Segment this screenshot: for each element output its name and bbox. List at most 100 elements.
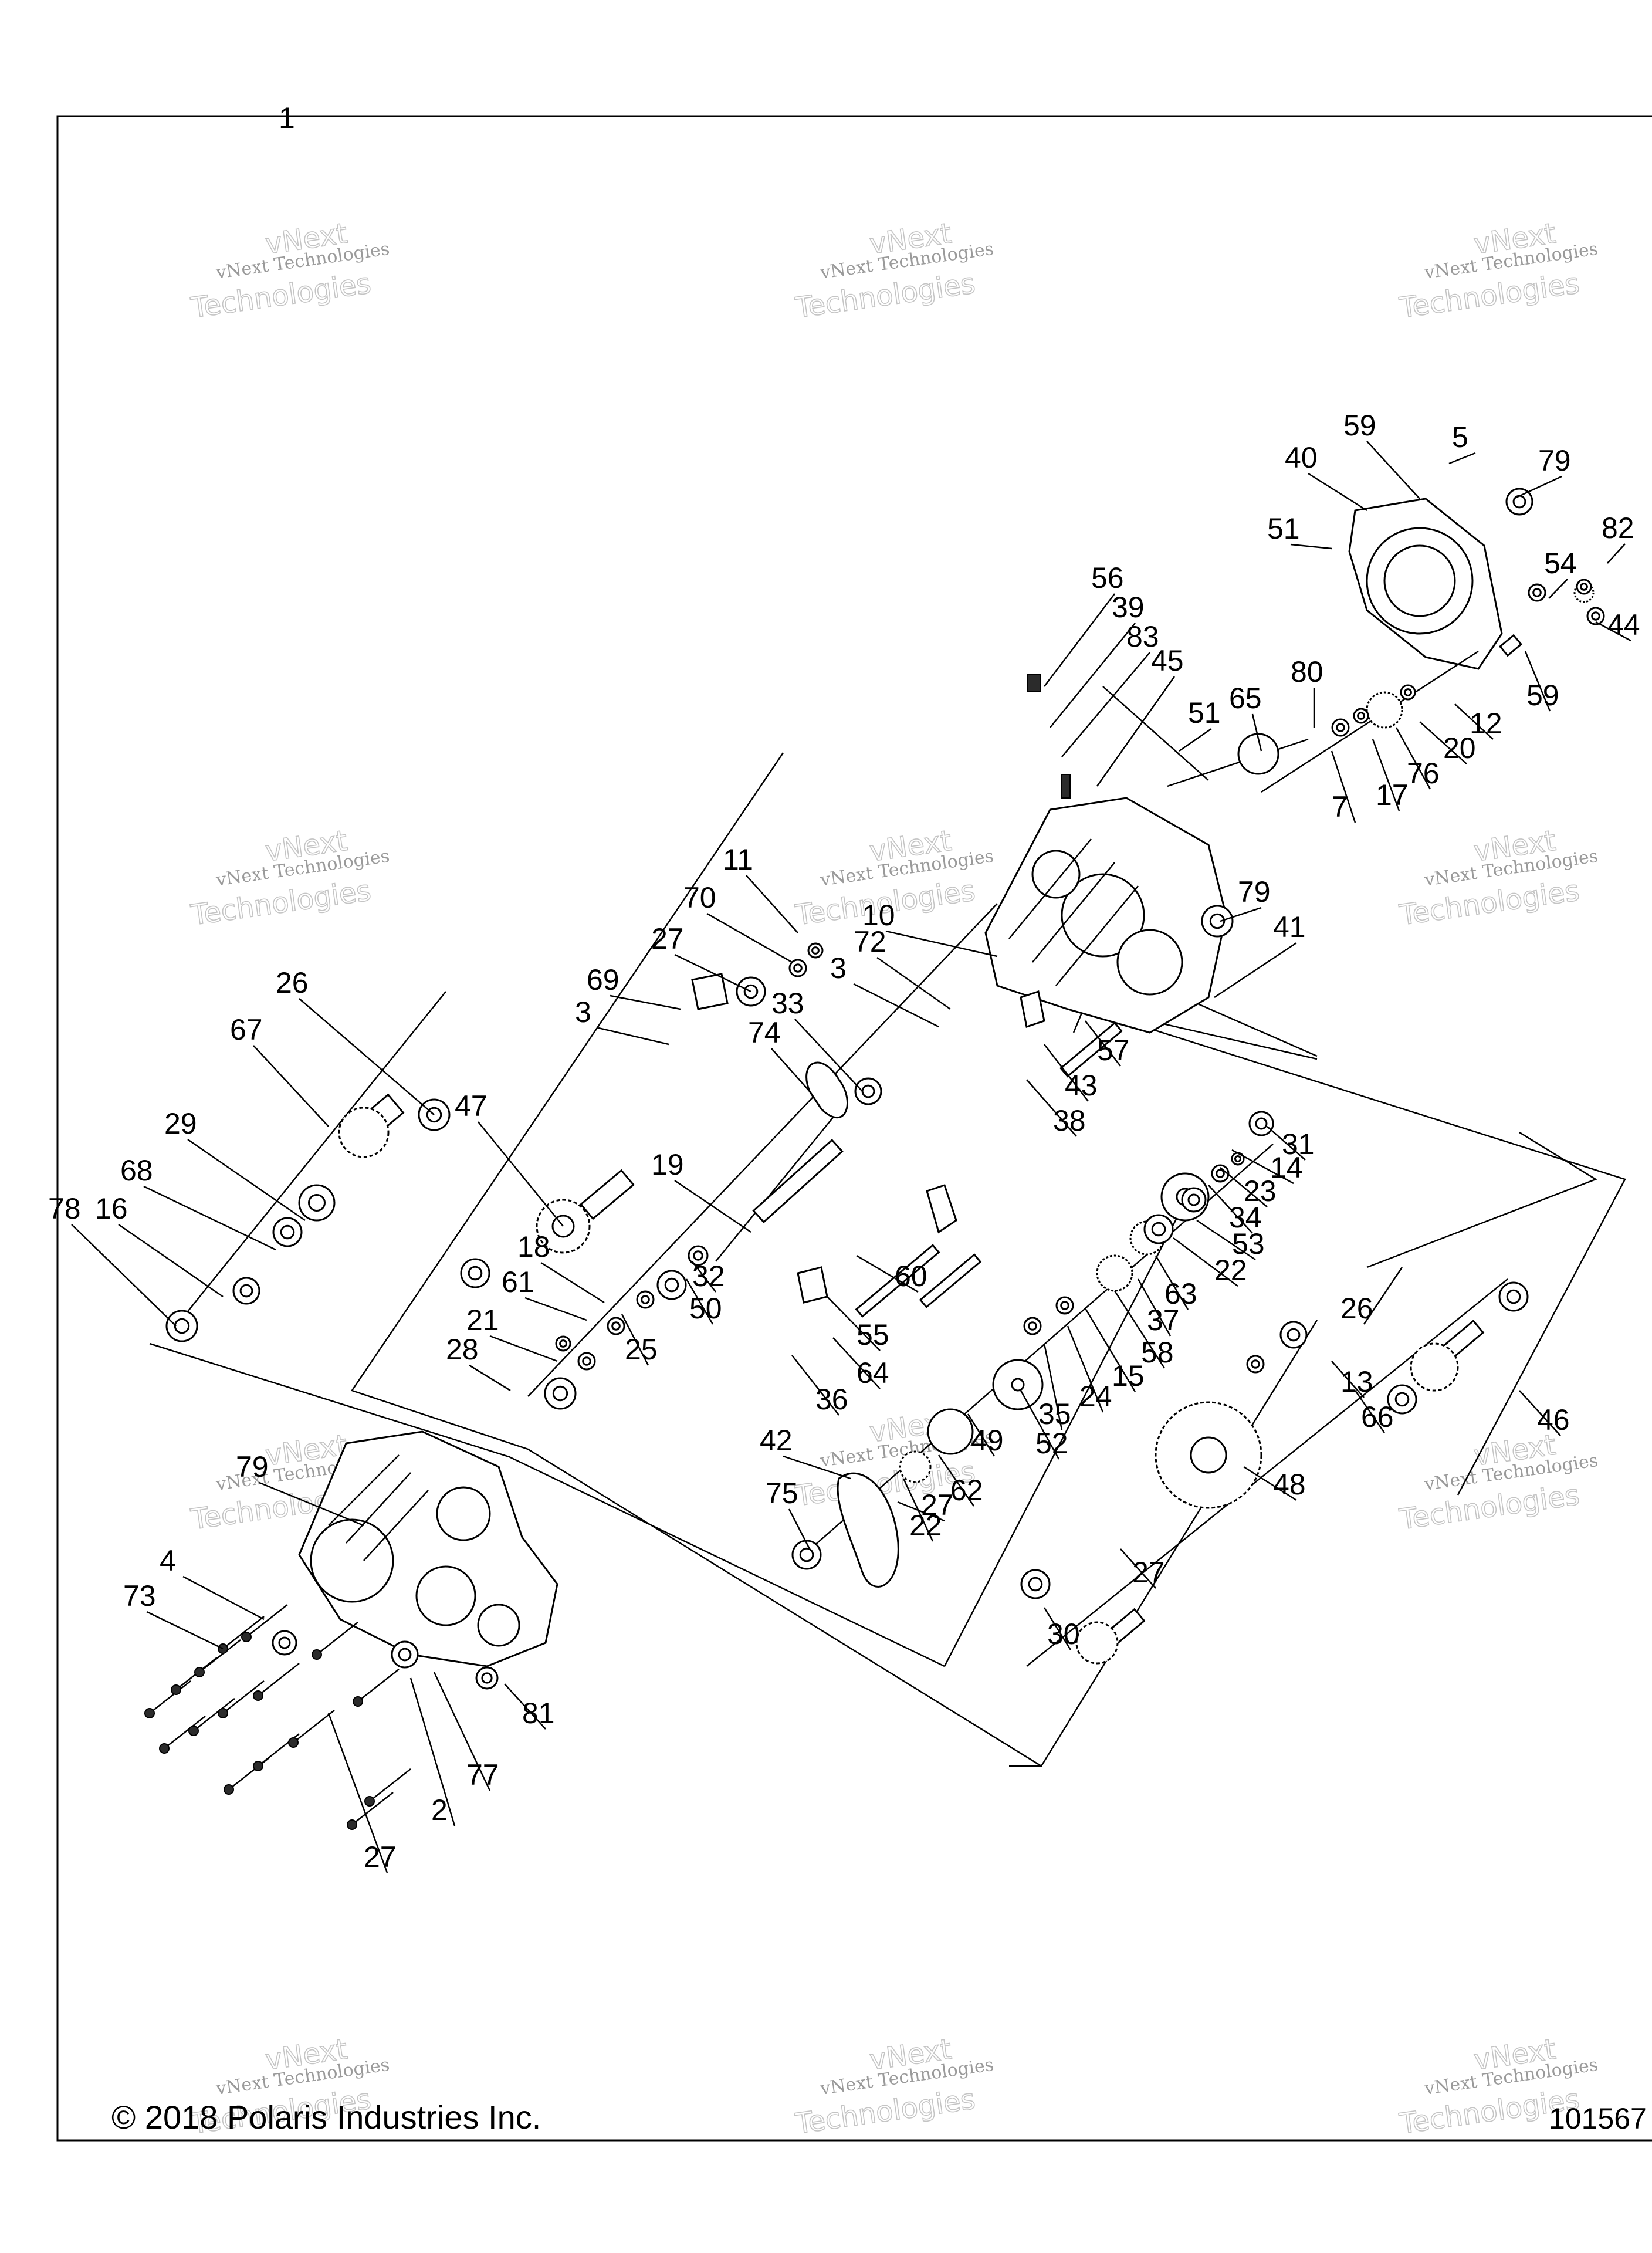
callout-leader: [1595, 621, 1631, 642]
callout-label: 70: [683, 881, 716, 914]
callout-leader: [794, 1019, 863, 1092]
callout-label: 26: [1340, 1292, 1373, 1325]
callout-leader: [478, 1121, 564, 1227]
callout-label: 32: [692, 1260, 725, 1293]
callout-label: 19: [651, 1148, 684, 1181]
callout-leader: [504, 1683, 546, 1730]
callout-label: 10: [862, 899, 895, 932]
bolt-shank: [222, 1616, 265, 1649]
callout-label: 31: [1282, 1128, 1315, 1161]
callout-label: 58: [1141, 1336, 1174, 1369]
bolt-head: [224, 1784, 234, 1795]
callout-leader: [182, 1575, 265, 1621]
ring-bore: [1028, 1321, 1037, 1331]
ring-bore: [664, 1277, 679, 1293]
ring-bore: [481, 1672, 493, 1684]
ring-bore: [239, 1284, 253, 1298]
callout-label: 78: [48, 1192, 81, 1225]
copyright-text: © 2018 Polaris Industries Inc.: [111, 2099, 541, 2136]
callout-label: 83: [1126, 620, 1159, 653]
callout-label: 57: [1097, 1034, 1130, 1067]
ring-bore: [611, 1321, 621, 1331]
callout-label: 73: [123, 1579, 156, 1612]
callout-label: 34: [1229, 1201, 1262, 1234]
callout-leader: [1607, 543, 1626, 564]
callout-label: 79: [1238, 875, 1271, 908]
callout-leader: [1043, 1343, 1063, 1430]
callout-leader: [1548, 579, 1568, 599]
ring-bore: [1394, 1392, 1410, 1407]
callout-label: 37: [1147, 1304, 1180, 1337]
bolt-head: [159, 1743, 170, 1754]
callout-leader: [327, 1713, 388, 1873]
callout-leader: [856, 1254, 919, 1293]
ring-bore: [1255, 1117, 1268, 1130]
callout-label: 82: [1602, 512, 1634, 544]
callout-leader: [937, 1454, 975, 1507]
ring-bore: [552, 1385, 568, 1402]
ring-bore: [811, 946, 820, 955]
callout-leader: [1331, 1361, 1365, 1398]
callout-leader: [746, 875, 798, 933]
shift-parts: [691, 634, 1523, 1304]
bolt-head: [288, 1737, 299, 1748]
callout-leader: [1061, 652, 1150, 757]
callout-label: 29: [164, 1107, 197, 1140]
callout-label: 23: [1244, 1175, 1277, 1207]
ring-bore: [1234, 1155, 1241, 1162]
callout-label: 68: [120, 1154, 153, 1187]
callout-leader: [832, 1337, 881, 1389]
callout-leader: [1519, 1390, 1561, 1436]
callout-label: 48: [1273, 1468, 1306, 1501]
callout-label: 3: [830, 952, 847, 985]
callout-label: 18: [517, 1230, 550, 1263]
callout-leader: [1243, 1466, 1297, 1501]
ring-bore: [1216, 1169, 1225, 1178]
ring-bore: [1591, 611, 1600, 621]
callout-label: 64: [857, 1356, 889, 1389]
bolt-head: [188, 1726, 199, 1736]
callout-leader: [1448, 452, 1476, 465]
callout-leader: [1267, 1126, 1306, 1161]
ring-bore: [861, 1084, 875, 1098]
ring-bore: [468, 1266, 483, 1281]
ring-bore: [174, 1318, 190, 1334]
callout-leader: [146, 1611, 224, 1650]
callout-label: 33: [771, 987, 804, 1020]
bolt-shank: [351, 1792, 394, 1825]
callout-leader: [259, 1481, 364, 1527]
belts: [805, 1061, 899, 1588]
bolt-shank: [193, 1698, 235, 1731]
callout-label: 59: [1343, 409, 1376, 442]
bolt-shank: [222, 1680, 265, 1714]
callout-leader: [469, 1364, 511, 1392]
callout-label: 66: [1361, 1400, 1394, 1433]
callout-label: 21: [466, 1304, 499, 1337]
callout-leader: [1043, 1607, 1072, 1650]
callout-leader: [876, 956, 951, 1010]
callout-leader: [118, 1223, 224, 1298]
callout-label: 59: [1526, 679, 1559, 712]
callout-label: 63: [1164, 1277, 1197, 1310]
callout-leader: [1179, 728, 1212, 752]
callout-label: 15: [1112, 1359, 1145, 1392]
callout-label: 72: [854, 925, 886, 958]
callout-leader: [1050, 623, 1136, 728]
callout-leader: [1120, 1548, 1156, 1589]
callout-label: 2: [431, 1794, 448, 1826]
callout-leader: [1419, 721, 1467, 764]
callout-label: 22: [1214, 1254, 1247, 1287]
callout-leader: [143, 1185, 276, 1251]
callout-leader: [1026, 1079, 1077, 1137]
ring-bore: [1532, 588, 1542, 597]
callout-leader: [524, 1297, 587, 1321]
callout-leader: [1084, 1308, 1136, 1392]
callout-label: 42: [760, 1424, 793, 1457]
callout-leader: [967, 1413, 996, 1457]
callout-leader: [1220, 906, 1262, 922]
ring-bore: [1336, 723, 1345, 732]
callout-leader: [885, 930, 998, 958]
